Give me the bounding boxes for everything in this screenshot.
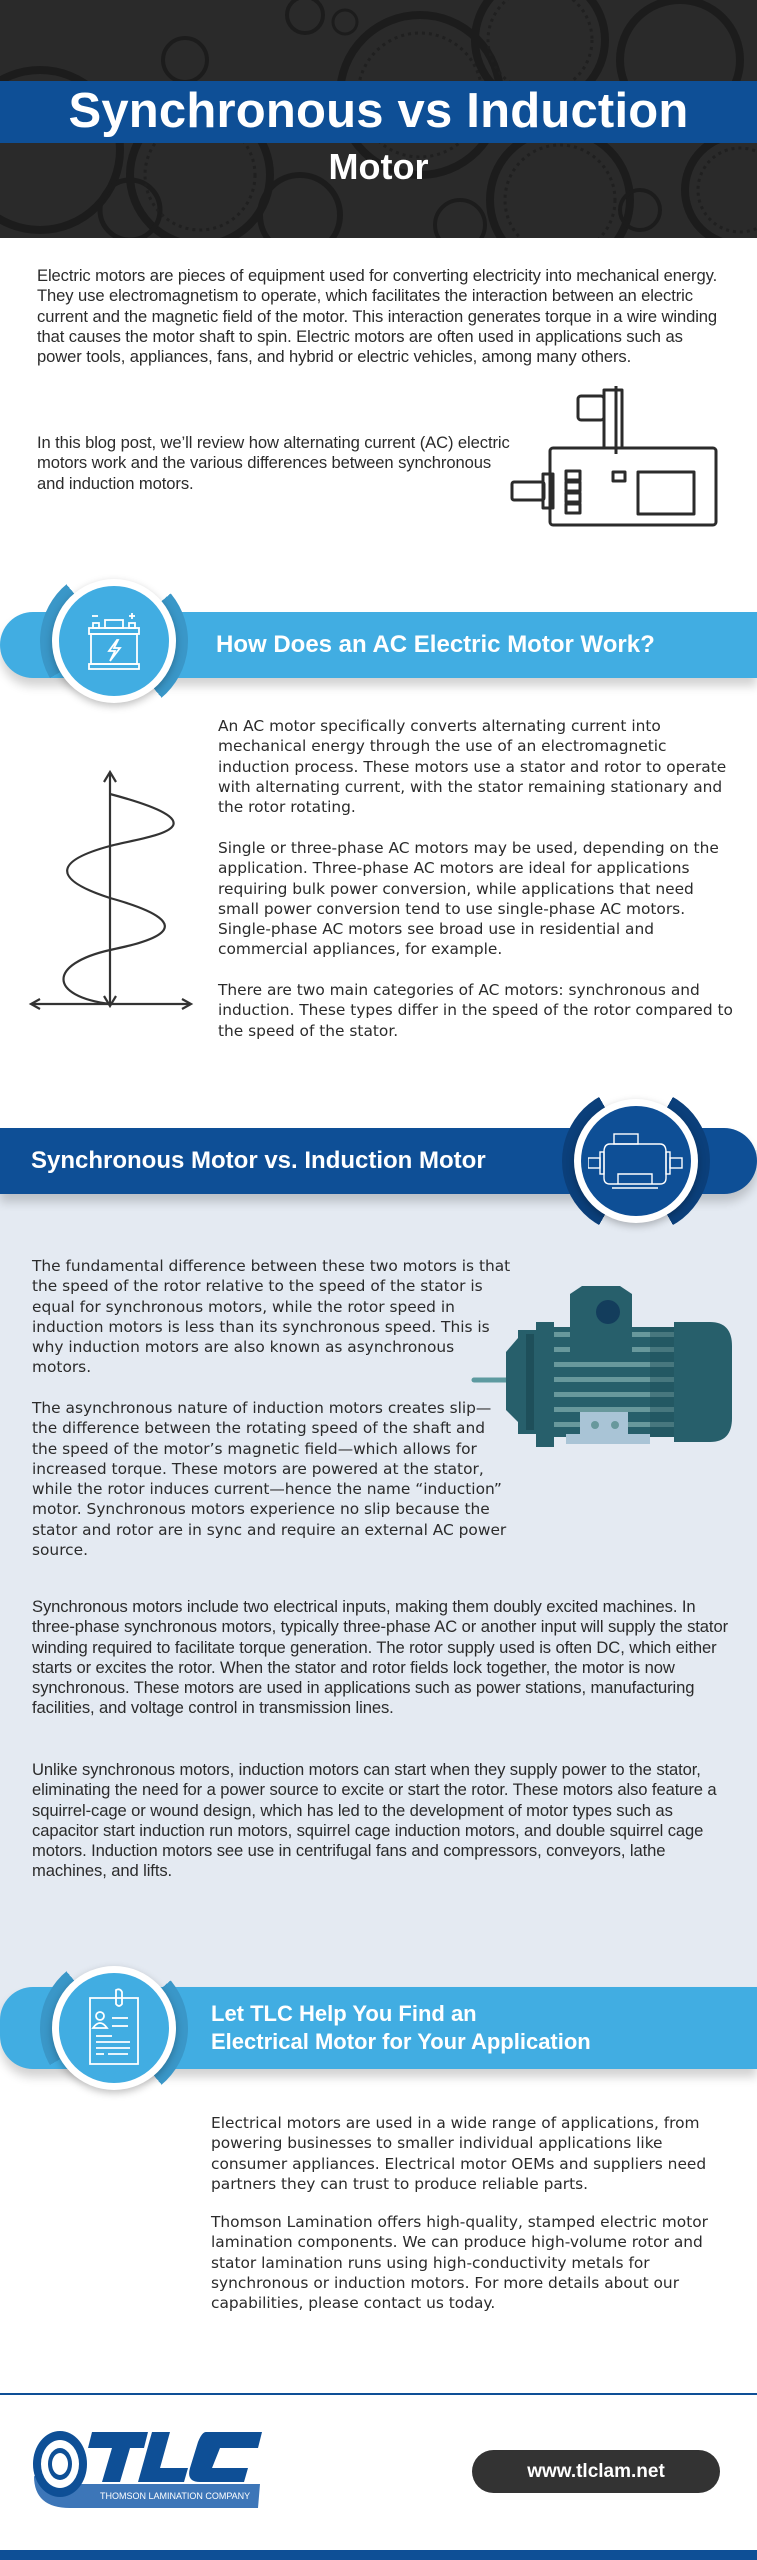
vs-paragraph-4: Unlike synchronous motors, induction mot… bbox=[32, 1760, 717, 1881]
intro-paragraph-1: Electric motors are pieces of equipment … bbox=[37, 266, 718, 367]
vs-paragraph-2: The asynchronous nature of induction mot… bbox=[32, 1399, 507, 1560]
motor-outline-icon bbox=[510, 386, 718, 527]
footer-divider bbox=[0, 2393, 757, 2395]
how-paragraph-2: Single or three-phase AC motors may be u… bbox=[218, 839, 719, 959]
page-title: Synchronous vs Induction bbox=[68, 84, 689, 138]
section-title-cta-line1: Let TLC Help You Find an bbox=[211, 2001, 477, 2026]
page-title-line2: Motor bbox=[328, 146, 429, 187]
motor-badge bbox=[562, 1087, 710, 1235]
tlc-logo[interactable]: THOMSON LAMINATION COMPANY bbox=[30, 2428, 270, 2510]
hero-header: Synchronous vs Induction Motor bbox=[0, 0, 757, 238]
intro-paragraph-2: In this blog post, we’ll review how alte… bbox=[37, 433, 510, 493]
vs-paragraph-3: Synchronous motors include two electrica… bbox=[32, 1597, 728, 1718]
electric-motor-icon bbox=[588, 1133, 683, 1189]
section-title-how: How Does an AC Electric Motor Work? bbox=[216, 631, 655, 658]
hero-title-band bbox=[0, 81, 757, 143]
document-badge bbox=[40, 1954, 188, 2102]
section-title-vs: Synchronous Motor vs. Induction Motor bbox=[31, 1147, 486, 1174]
sine-wave-icon bbox=[28, 769, 194, 1010]
website-url-button[interactable]: www.tlclam.net bbox=[472, 2450, 720, 2493]
section-title-cta-line2: Electrical Motor for Your Application bbox=[211, 2029, 591, 2054]
battery-badge bbox=[40, 567, 188, 715]
how-paragraph-1: An AC motor specifically converts altern… bbox=[218, 717, 727, 817]
battery-icon bbox=[88, 613, 140, 670]
teal-motor-icon bbox=[471, 1286, 732, 1447]
how-paragraph-3: There are two main categories of AC moto… bbox=[218, 981, 733, 1040]
logo-tagline: THOMSON LAMINATION COMPANY bbox=[100, 2491, 250, 2501]
document-profile-icon bbox=[89, 1988, 139, 2065]
cta-paragraph-2: Thomson Lamination offers high-quality, … bbox=[211, 2213, 708, 2313]
vs-paragraph-1: The fundamental difference between these… bbox=[32, 1257, 511, 1377]
cta-paragraph-1: Electrical motors are used in a wide ran… bbox=[211, 2114, 707, 2193]
footer-bottom-bar bbox=[0, 2550, 757, 2560]
